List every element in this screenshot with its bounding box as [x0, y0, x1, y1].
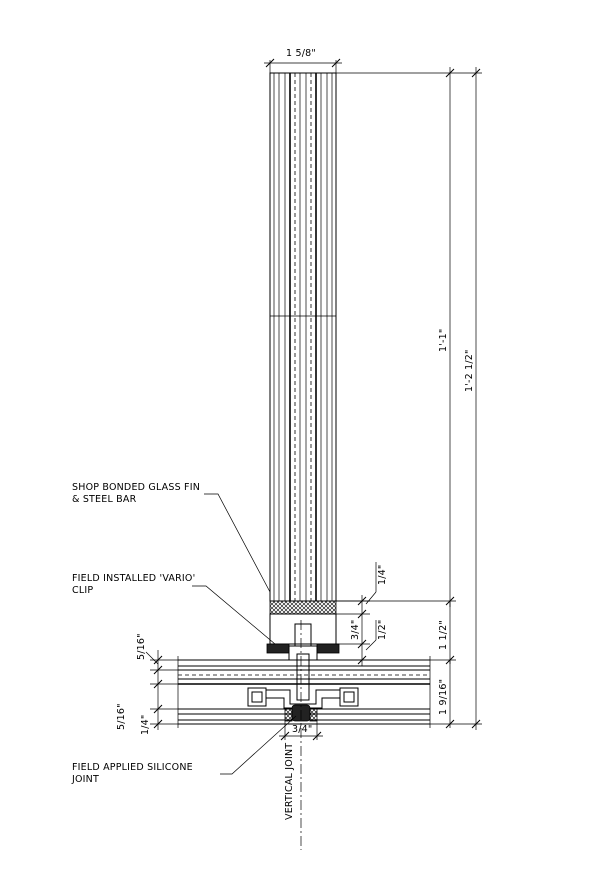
note-glass-fin-line1: SHOP BONDED GLASS FIN [72, 482, 200, 493]
dim-panel-depth-label: 1 9/16" [438, 679, 449, 715]
dim-fin-height: 1'-1" [336, 67, 456, 607]
dim-joint-label: 3/4" [292, 724, 312, 735]
dim-clip-lower-label: 1/2" [377, 620, 388, 640]
note-vertical-joint: VERTICAL JOINT [284, 743, 295, 820]
dim-overall-height: 1'-2 1/2" [430, 67, 482, 730]
steel-bar [269, 600, 337, 615]
dim-glass-top-label: 5/16" [136, 633, 147, 660]
dim-panel-depth: 1 9/16" [438, 660, 455, 729]
note-vario-clip-line2: CLIP [72, 585, 93, 596]
dim-joint: 3/4" [279, 721, 323, 741]
note-silicone-joint-line2: JOINT [71, 774, 99, 785]
dim-bar-offset-label: 1/4" [377, 565, 388, 585]
dim-stack: 1 1/2" [430, 601, 456, 665]
vario-clip [266, 613, 340, 701]
note-glass-fin-line2: & STEEL BAR [72, 494, 137, 505]
dim-fin-width-label: 1 5/8" [286, 48, 316, 59]
dim-clip-height-label: 3/4" [350, 620, 361, 640]
dim-glass-bottom-label: 5/16" [116, 703, 127, 730]
note-vario-clip-line1: FIELD INSTALLED 'VARIO' [72, 573, 195, 584]
dim-fin-width: 1 5/8" [264, 48, 342, 73]
glazing-panels [177, 656, 431, 728]
note-vario-clip: FIELD INSTALLED 'VARIO' CLIP [72, 573, 276, 645]
dim-stack-label: 1 1/2" [438, 620, 449, 650]
glass-fin [269, 72, 337, 602]
dim-glass-left: 5/16" 5/16" 1/4" [116, 633, 178, 735]
note-silicone-joint: FIELD APPLIED SILICONE JOINT [71, 715, 297, 785]
dim-clip-stack: 1/4" 3/4" 1/2" [336, 562, 388, 666]
note-silicone-joint-line1: FIELD APPLIED SILICONE [72, 762, 193, 773]
dim-gap-label: 1/4" [140, 715, 151, 735]
dim-overall-height-label: 1'-2 1/2" [464, 349, 475, 392]
note-glass-fin: SHOP BONDED GLASS FIN & STEEL BAR [72, 482, 271, 593]
dim-fin-height-label: 1'-1" [438, 329, 449, 353]
